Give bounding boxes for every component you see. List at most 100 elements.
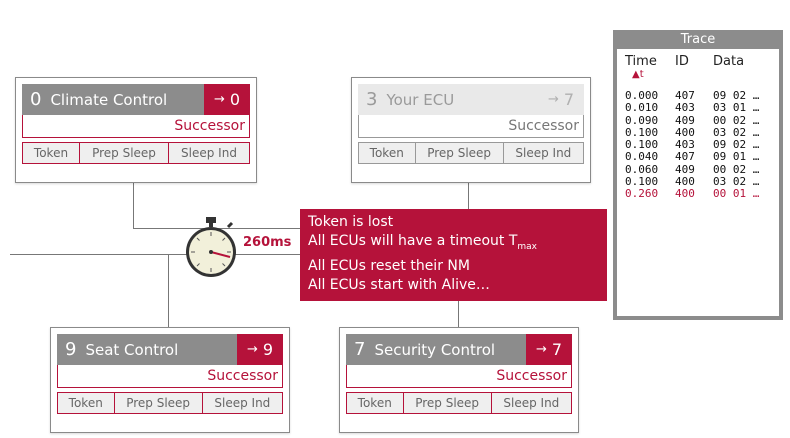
trace-cell-data: 03 02 … <box>713 175 760 189</box>
token-button[interactable]: Token <box>359 143 416 163</box>
trace-cell-time: 0.010 <box>625 101 659 115</box>
ecu-header: 7 Security Control → 7 <box>346 334 572 365</box>
trace-cell-id: 409 <box>675 162 695 176</box>
successor-label: Successor <box>358 115 584 138</box>
message-line: All ECUs will have a timeout Tmax <box>308 232 599 257</box>
arrow-right-icon: → <box>246 342 258 357</box>
column-header-data[interactable]: Data <box>713 54 745 69</box>
trace-cell-time: 0.060 <box>625 162 659 176</box>
bus-line-main <box>10 254 300 255</box>
stopwatch-icon <box>186 217 236 277</box>
ecu-name: Seat Control <box>85 340 179 359</box>
token-button[interactable]: Token <box>58 393 115 413</box>
trace-cell-time: 0.260 <box>625 187 659 201</box>
trace-cell-time: 0.100 <box>625 125 659 139</box>
trace-cell-time: 0.100 <box>625 175 659 189</box>
ecu-number: 9 <box>65 339 77 360</box>
arrow-right-icon: → <box>535 342 547 357</box>
trace-cell-data: 03 01 … <box>713 101 760 115</box>
ecu-button-row: Token Prep Sleep Sleep Ind <box>346 392 572 414</box>
bus-drop-security <box>458 301 459 327</box>
successor-box: → 7 <box>526 334 572 365</box>
ecu-number: 7 <box>354 339 366 360</box>
bus-drop-climate <box>133 181 134 229</box>
trace-cell-id: 403 <box>675 101 695 115</box>
prep-sleep-button[interactable]: Prep Sleep <box>80 143 169 163</box>
ecu-header: 0 Climate Control → 0 <box>22 84 250 115</box>
successor-box: → 7 <box>538 84 584 115</box>
sleep-ind-button[interactable]: Sleep Ind <box>202 393 282 413</box>
ecu-header: 9 Seat Control → 9 <box>57 334 283 365</box>
sleep-ind-button[interactable]: Sleep Ind <box>169 143 249 163</box>
trace-cell-data: 00 01 … <box>713 187 760 201</box>
trace-title: Trace <box>616 33 780 49</box>
trace-cell-id: 403 <box>675 138 695 152</box>
trace-cell-time: 0.090 <box>625 113 659 127</box>
trace-cell-data: 09 02 … <box>713 138 760 152</box>
message-text: All ECUs will have a timeout T <box>308 233 518 249</box>
sleep-ind-button[interactable]: Sleep Ind <box>503 143 583 163</box>
trace-cell-id: 400 <box>675 175 695 189</box>
trace-cell-id: 407 <box>675 150 695 164</box>
prep-sleep-button[interactable]: Prep Sleep <box>114 393 203 413</box>
message-subscript: max <box>517 241 537 252</box>
successor-label: Successor <box>346 365 572 388</box>
ecu-button-row: Token Prep Sleep Sleep Ind <box>22 142 250 164</box>
sleep-ind-button[interactable]: Sleep Ind <box>491 393 571 413</box>
ecu-card-your-ecu: 3 Your ECU → 7 Successor Token Prep Slee… <box>351 77 591 183</box>
trace-row[interactable]: 0.040 407 09 01 … <box>625 150 779 164</box>
successor-label: Successor <box>57 365 283 388</box>
trace-cell-id: 409 <box>675 113 695 127</box>
successor-value: 7 <box>563 90 575 109</box>
ecu-card-seat-control: 9 Seat Control → 9 Successor Token Prep … <box>50 327 290 433</box>
timeout-message-box: Token is lost All ECUs will have a timeo… <box>300 209 607 301</box>
ecu-name: Security Control <box>374 340 496 359</box>
ecu-button-row: Token Prep Sleep Sleep Ind <box>358 142 584 164</box>
trace-cell-id: 407 <box>675 89 695 102</box>
trace-row[interactable]: 0.260 400 00 01 … <box>625 187 779 201</box>
bus-drop-your-ecu <box>468 181 469 209</box>
trace-row[interactable]: 0.000 407 09 02 … <box>625 89 779 102</box>
token-button[interactable]: Token <box>347 393 404 413</box>
arrow-right-icon: → <box>213 92 225 107</box>
successor-value: 0 <box>229 90 241 109</box>
trace-row[interactable]: 0.100 400 03 02 … <box>625 175 779 189</box>
trace-cell-time: 0.100 <box>625 138 659 152</box>
column-header-id[interactable]: ID <box>675 54 689 69</box>
arrow-right-icon: → <box>547 92 559 107</box>
ecu-name: Your ECU <box>386 90 455 109</box>
trace-cell-time: 0.040 <box>625 150 659 164</box>
trace-row[interactable]: 0.100 400 03 02 … <box>625 125 779 139</box>
trace-cell-data: 09 02 … <box>713 89 760 102</box>
successor-value: 9 <box>262 340 274 359</box>
trace-cell-data: 09 01 … <box>713 150 760 164</box>
ecu-card-security-control: 7 Security Control → 7 Successor Token P… <box>339 327 579 433</box>
trace-header: Time ▲t ID Data <box>617 49 779 86</box>
trace-rows: 0.000 407 09 02 … 0.010 403 03 01 … 0.090 409 00… <box>617 89 779 201</box>
successor-box: → 0 <box>204 84 250 115</box>
trace-cell-id: 400 <box>675 187 695 201</box>
token-button[interactable]: Token <box>23 143 80 163</box>
prep-sleep-button[interactable]: Prep Sleep <box>403 393 492 413</box>
trace-row[interactable]: 0.010 403 03 01 … <box>625 101 779 115</box>
sort-ascending-icon: ▲t <box>632 69 644 80</box>
trace-cell-time: 0.000 <box>625 89 659 102</box>
ecu-header: 3 Your ECU → 7 <box>358 84 584 115</box>
timer-label: 260ms <box>243 235 292 250</box>
trace-cell-data: 00 02 … <box>713 113 760 127</box>
prep-sleep-button[interactable]: Prep Sleep <box>415 143 504 163</box>
message-line: All ECUs start with Alive… <box>308 276 490 293</box>
ecu-button-row: Token Prep Sleep Sleep Ind <box>57 392 283 414</box>
column-header-time[interactable]: Time ▲t <box>625 54 675 86</box>
successor-label: Successor <box>22 115 250 138</box>
trace-row[interactable]: 0.100 403 09 02 … <box>625 138 779 152</box>
ecu-number: 3 <box>366 89 378 110</box>
bus-drop-seat <box>168 254 169 327</box>
ecu-number: 0 <box>30 89 42 110</box>
successor-value: 7 <box>551 340 563 359</box>
trace-row[interactable]: 0.090 409 00 02 … <box>625 113 779 127</box>
trace-cell-id: 400 <box>675 125 695 139</box>
trace-cell-data: 03 02 … <box>713 125 760 139</box>
